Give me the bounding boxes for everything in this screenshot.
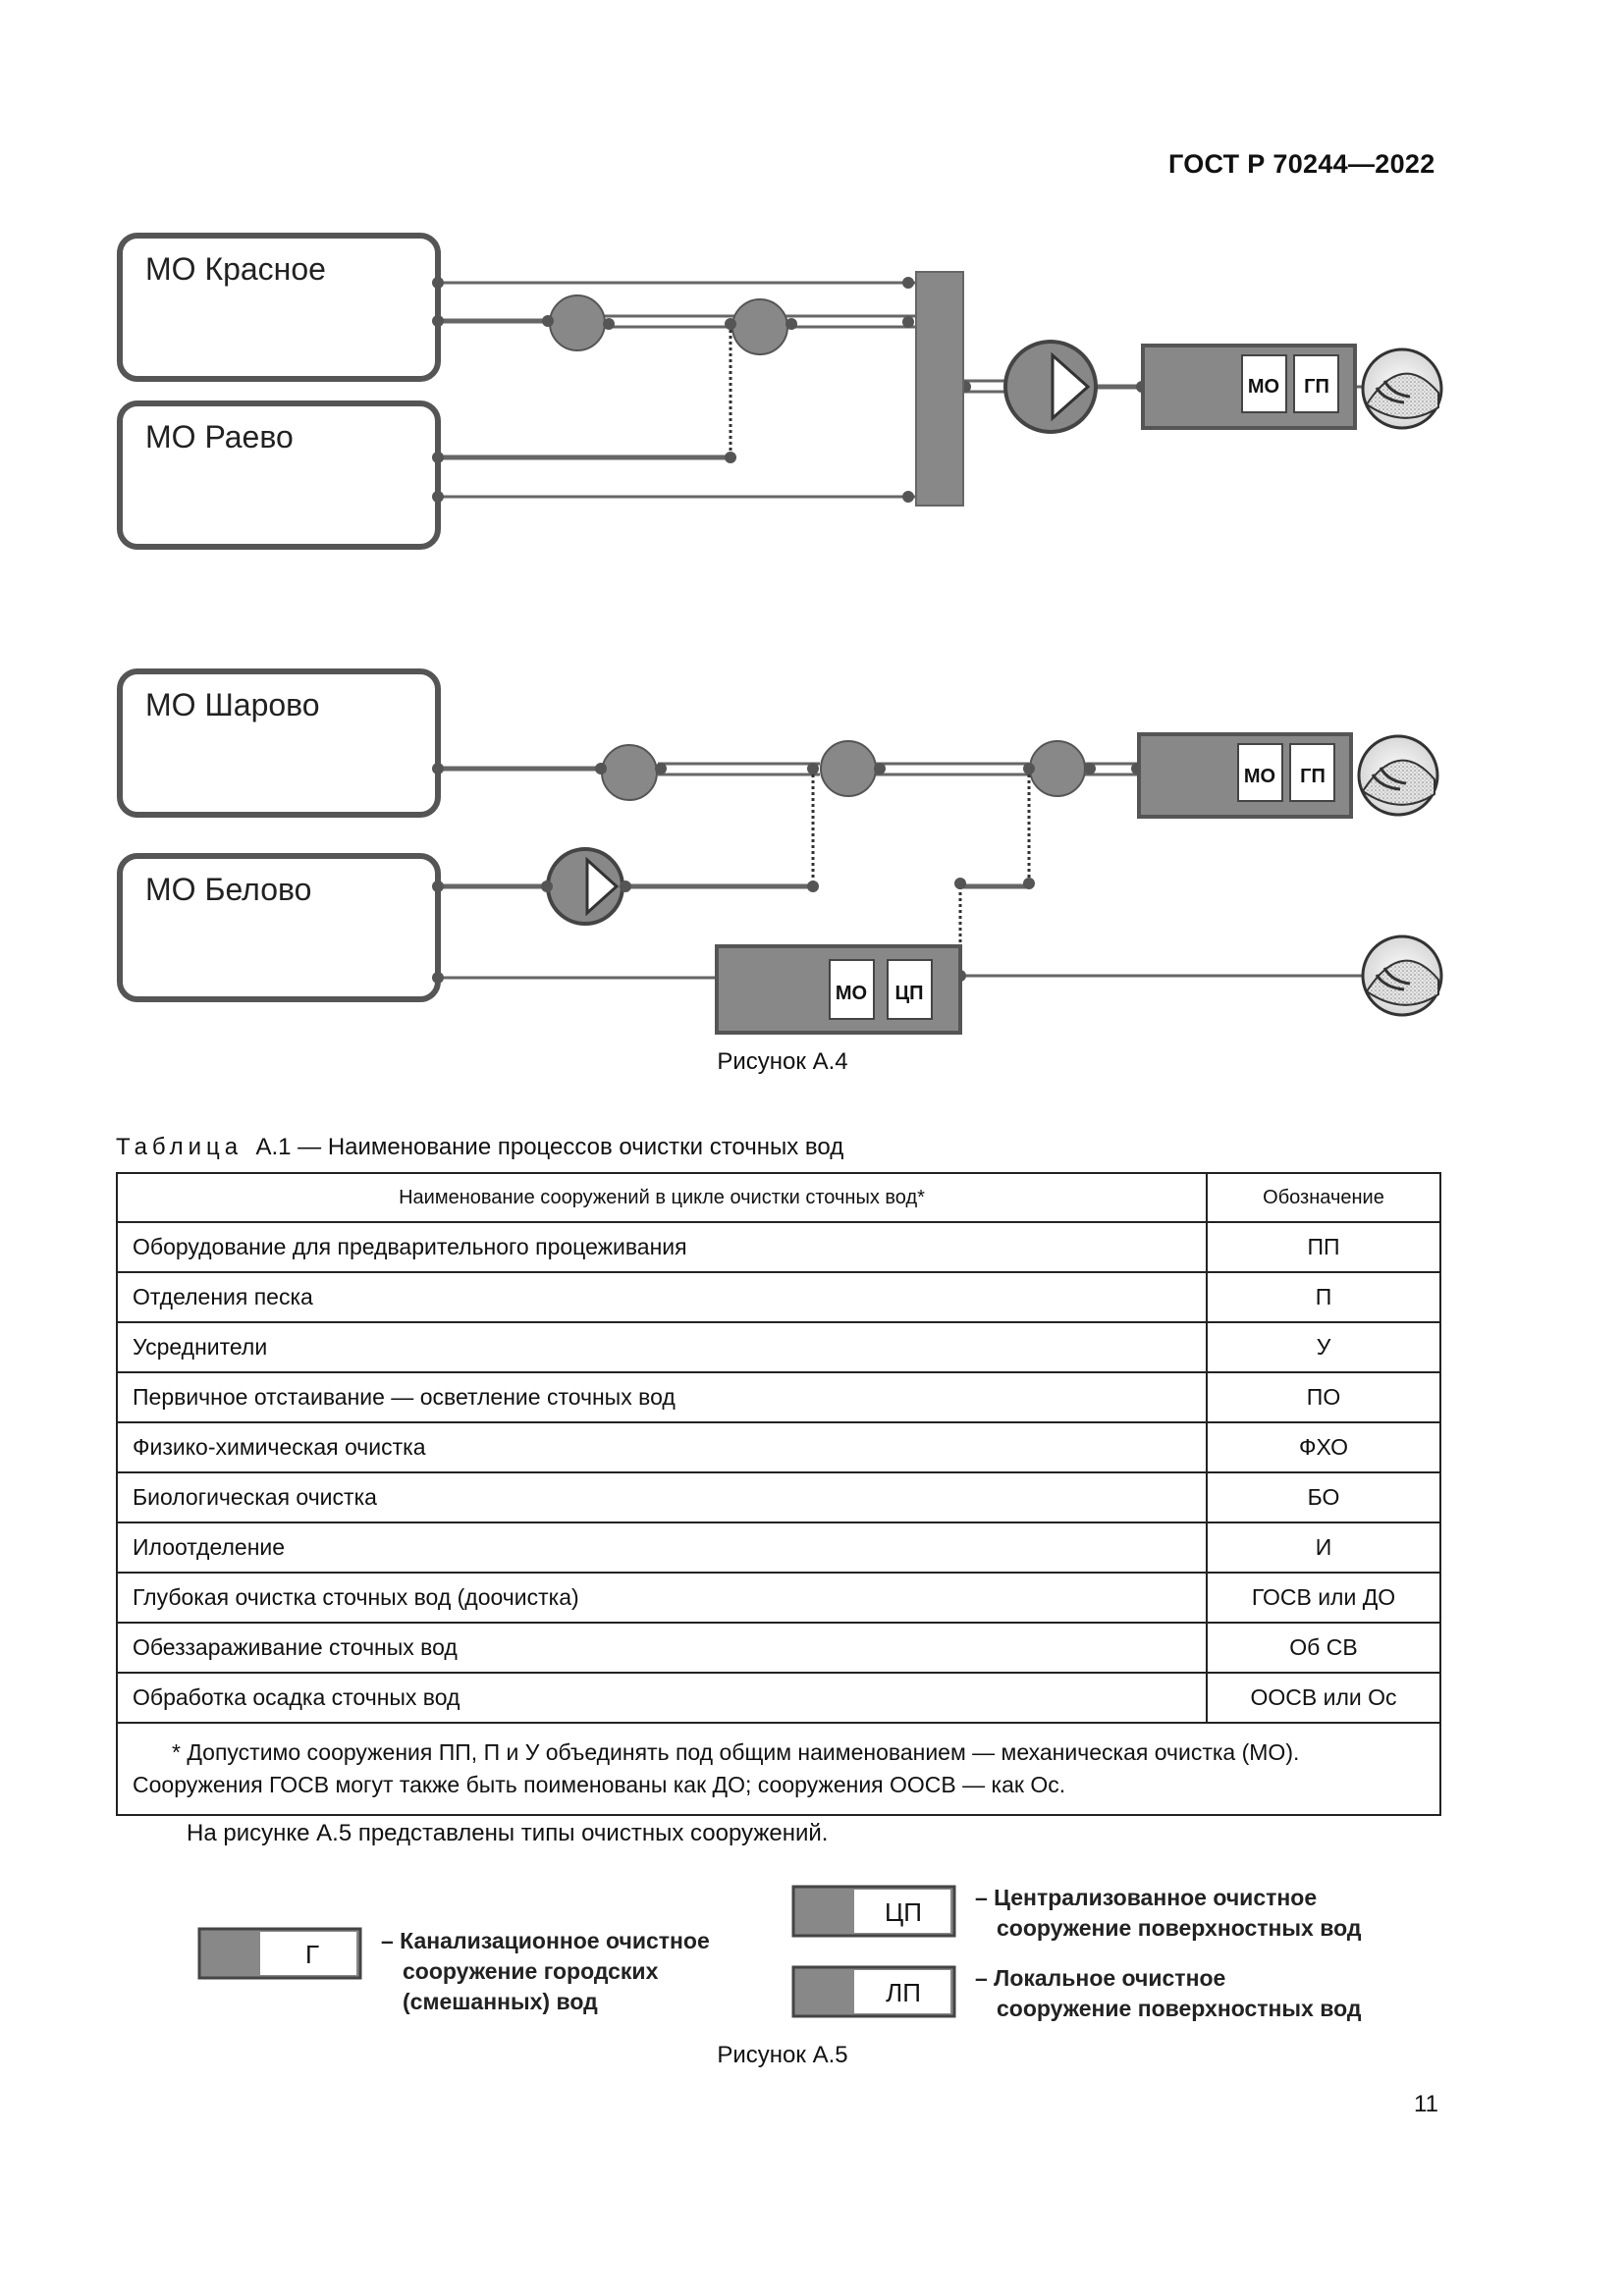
treatment-plant-belovo — [715, 944, 962, 1035]
municipality-label-krasnoe: МО Красное — [145, 251, 326, 287]
discharge-outlet-top-icon — [1361, 347, 1443, 430]
table-row: Оборудование для предварительного процеж… — [116, 1221, 1441, 1273]
document-header: ГОСТ Р 70244—2022 — [1168, 149, 1435, 179]
table-header-row: Наименование сооружений в цикле очистки … — [116, 1172, 1441, 1223]
row-name: Оборудование для предварительного процеж… — [116, 1221, 1208, 1273]
row-code: Об СВ — [1206, 1622, 1441, 1674]
legend-text-g: – Канализационное очистное сооружение го… — [381, 1926, 710, 2017]
row-code: ПП — [1206, 1221, 1441, 1273]
node-bottom-2 — [820, 740, 877, 797]
plant-tag-mo: МО — [1248, 376, 1279, 398]
node-top-1 — [549, 294, 606, 351]
plant-tag-mo-2: МО — [1244, 766, 1275, 787]
legend-tag-cp: ЦП — [885, 1897, 922, 1927]
row-code: У — [1206, 1321, 1441, 1373]
row-code: ПО — [1206, 1371, 1441, 1423]
table-note-row: * Допустимо сооружения ПП, П и У объедин… — [116, 1722, 1441, 1816]
footnote-line-1: * Допустимо сооружения ПП, П и У объедин… — [172, 1739, 1300, 1765]
table-footnote: * Допустимо сооружения ПП, П и У объедин… — [116, 1722, 1441, 1816]
node-bottom-3 — [1029, 740, 1086, 797]
discharge-outlet-middle-icon — [1357, 734, 1439, 817]
junction-dots-bottom — [432, 763, 1143, 984]
municipality-box-sharovo — [117, 668, 441, 818]
node-bottom-1 — [601, 744, 658, 801]
plant-tag-gp: ГП — [1304, 376, 1329, 398]
legend-lp-line-2: сооружение поверхностных вод — [997, 1996, 1362, 2021]
row-name: Биологическая очистка — [116, 1471, 1208, 1523]
table-title-prefix: Таблица — [116, 1134, 244, 1160]
dashed-branches-bottom — [811, 769, 1031, 976]
legend-tag-g: Г — [305, 1940, 319, 1969]
legend-g-line-2: сооружение городских — [403, 1958, 659, 1984]
figure-a4-caption: Рисунок А.4 — [717, 1048, 848, 1075]
legend-symbol-cp — [791, 1885, 956, 1938]
legend-symbol-lp — [791, 1965, 956, 2018]
processes-table: Наименование сооружений в цикле очистки … — [116, 1172, 1441, 1816]
legend-text-lp: – Локальное очистное сооружение поверхно… — [975, 1963, 1361, 2024]
municipality-label-sharovo: МО Шарово — [145, 687, 320, 722]
plant-tag-cp: ЦП — [895, 983, 924, 1004]
row-name: Глубокая очистка сточных вод (доочистка) — [116, 1572, 1208, 1624]
municipality-label-belovo: МО Белово — [145, 872, 311, 907]
row-code: ООСВ или Ос — [1206, 1672, 1441, 1724]
figure-a5-caption: Рисунок А.5 — [717, 2042, 848, 2068]
legend-symbol-g — [197, 1927, 362, 1980]
row-code: ФХО — [1206, 1421, 1441, 1473]
table-title: Таблица А.1 — Наименование процессов очи… — [116, 1134, 843, 1161]
junction-dots-top — [432, 277, 1148, 503]
table-title-text: А.1 — Наименование процессов очистки сто… — [255, 1134, 844, 1160]
row-name: Илоотделение — [116, 1522, 1208, 1574]
treatment-plant-top — [1141, 344, 1357, 430]
row-code: БО — [1206, 1471, 1441, 1523]
municipality-label-raevo: МО Раево — [145, 419, 294, 454]
node-top-2 — [731, 298, 788, 355]
row-code: П — [1206, 1271, 1441, 1323]
legend-cp-line-1: – Централизованное очистное — [975, 1885, 1318, 1910]
plant-tag-gp-2: ГП — [1300, 766, 1326, 787]
row-code: ГОСВ или ДО — [1206, 1572, 1441, 1624]
footnote-line-2: Сооружения ГОСВ могут также быть поимено… — [133, 1772, 1066, 1797]
municipality-box-raevo — [117, 400, 441, 550]
municipality-box-belovo — [117, 853, 441, 1002]
row-name: Физико-химическая очистка — [116, 1421, 1208, 1473]
row-code: И — [1206, 1522, 1441, 1574]
column-header-code: Обозначение — [1206, 1172, 1441, 1223]
pipe-lines-bottom — [438, 762, 1365, 980]
collector-bar — [915, 271, 964, 507]
row-name: Первичное отстаивание — осветление сточн… — [116, 1371, 1208, 1423]
page-number: 11 — [1414, 2091, 1438, 2117]
municipality-box-krasnoe — [117, 233, 441, 382]
legend-cp-line-2: сооружение поверхностных вод — [997, 1915, 1362, 1941]
row-name: Усреднители — [116, 1321, 1208, 1373]
plant-tag-mo-3: МО — [836, 983, 867, 1004]
row-name: Обработка осадка сточных вод — [116, 1672, 1208, 1724]
treatment-plant-sharovo — [1137, 732, 1353, 819]
row-name: Обеззараживание сточных вод — [116, 1622, 1208, 1674]
row-name: Отделения песка — [116, 1271, 1208, 1323]
legend-text-cp: – Централизованное очистное сооружение п… — [975, 1883, 1361, 1944]
legend-g-line-3: (смешанных) вод — [403, 1989, 598, 2014]
pump-station-belovo — [546, 847, 624, 926]
discharge-outlet-bottom-icon — [1361, 934, 1443, 1017]
legend-lp-line-1: – Локальное очистное — [975, 1965, 1226, 1991]
table-row: Первичное отстаивание — осветление сточн… — [116, 1371, 1441, 1423]
body-paragraph: На рисунке А.5 представлены типы очистны… — [187, 1820, 829, 1846]
legend-tag-lp: ЛП — [886, 1978, 921, 2007]
column-header-name: Наименование сооружений в цикле очистки … — [116, 1172, 1208, 1223]
legend-g-line-1: – Канализационное очистное — [381, 1928, 710, 1953]
table-row: Глубокая очистка сточных вод (доочистка)… — [116, 1572, 1441, 1624]
pump-station-top — [1003, 340, 1098, 434]
